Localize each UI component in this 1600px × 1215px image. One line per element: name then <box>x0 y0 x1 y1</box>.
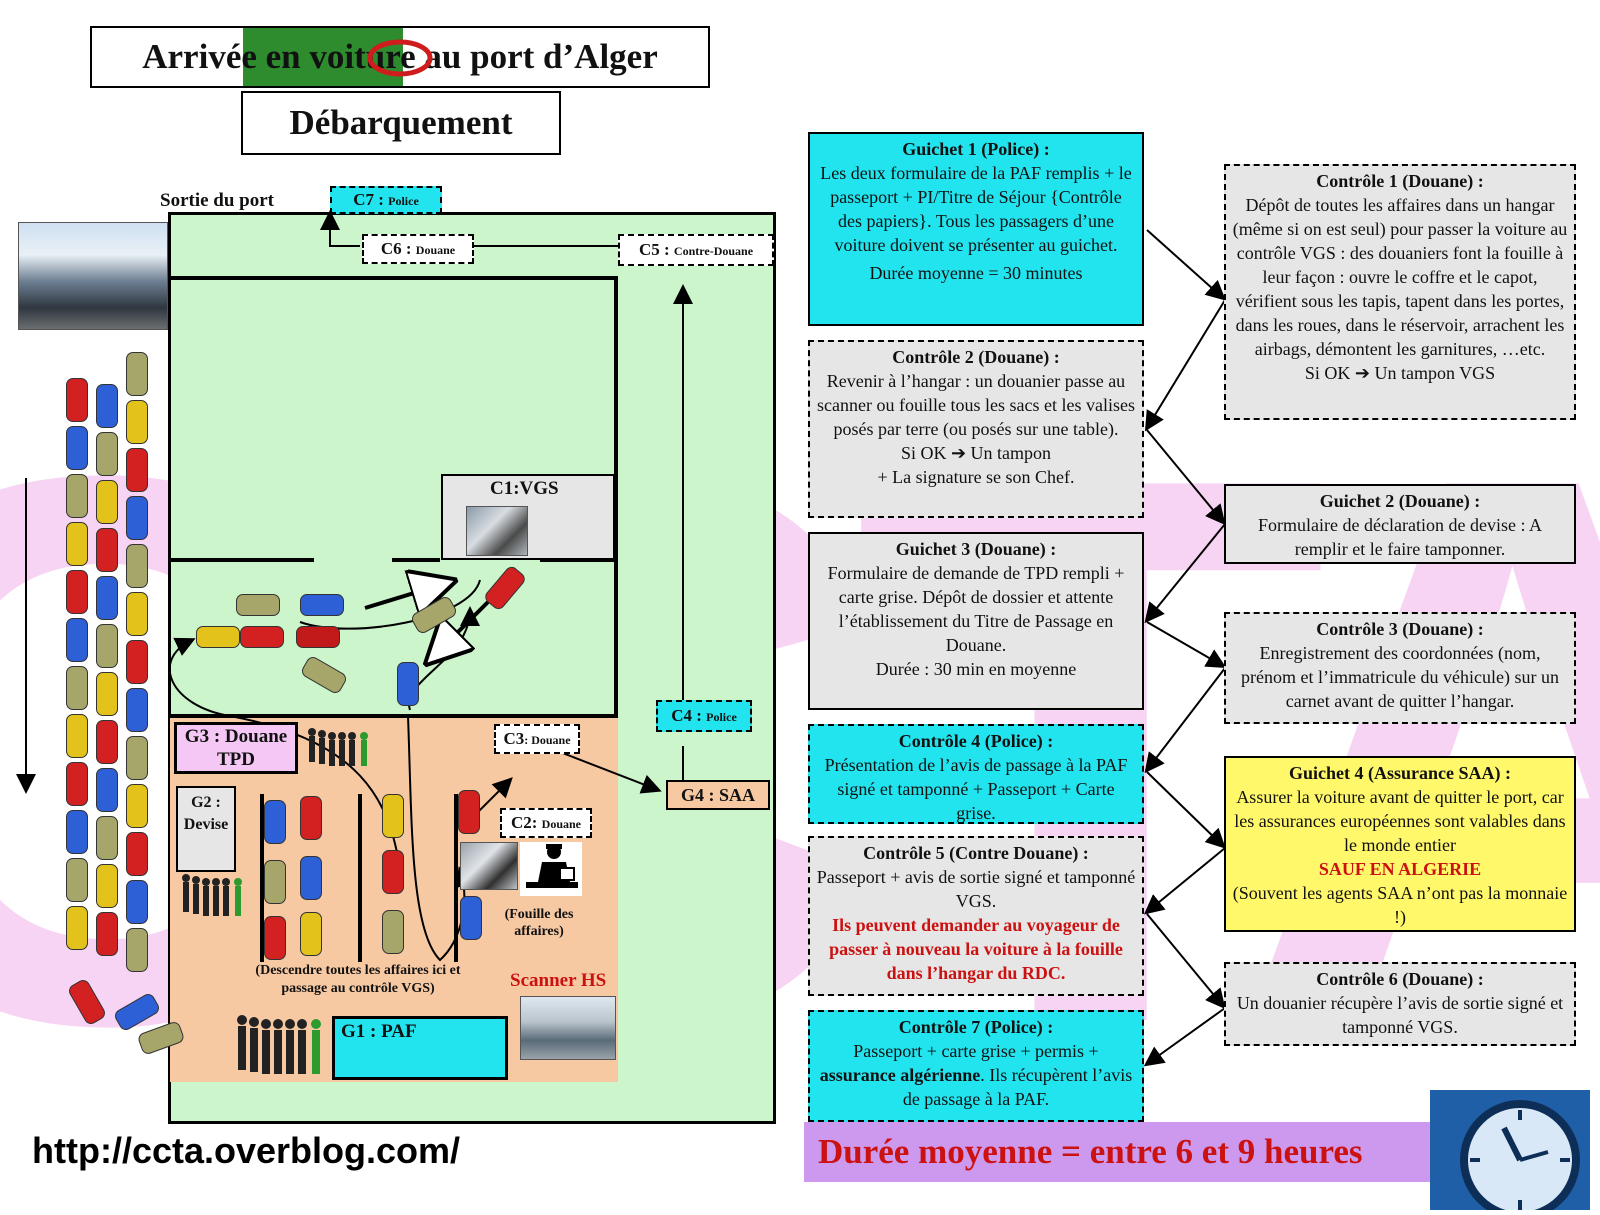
guichet2-box: Guichet 2 (Douane) : Formulaire de décla… <box>1224 484 1576 564</box>
queue-car-icon <box>96 672 118 716</box>
queue-car-icon <box>96 768 118 812</box>
car-icon <box>300 912 322 956</box>
g1-label: G1 : PAF <box>332 1016 508 1080</box>
controle6-box: Contrôle 6 (Douane) : Un douanier récupè… <box>1224 962 1576 1046</box>
g2-label: G2 :Devise <box>176 786 236 872</box>
customs-officer-icon <box>520 842 582 896</box>
car-icon <box>300 856 322 900</box>
queue-car-icon <box>126 784 148 828</box>
queue-car-icon <box>126 400 148 444</box>
controle5-box: Contrôle 5 (Contre Douane) : Passeport +… <box>808 836 1144 996</box>
fouille-label: (Fouille des affaires) <box>504 907 574 939</box>
car-icon <box>240 626 284 648</box>
crowd-icon-g1 <box>237 1015 321 1074</box>
queue-car-icon <box>96 432 118 476</box>
queue-car-icon <box>126 736 148 780</box>
scanner-label: Scanner HS <box>510 970 607 991</box>
total-duration: Durée moyenne = entre 6 et 9 heures <box>804 1122 1436 1182</box>
guichet3-box: Guichet 3 (Douane) : Formulaire de deman… <box>808 532 1144 710</box>
queue-car-icon <box>66 378 88 422</box>
c7-label: C7 : Police <box>330 186 442 214</box>
queue-car-icon <box>126 496 148 540</box>
g4-label: G4 : SAA <box>666 780 770 810</box>
car-icon <box>382 910 404 954</box>
c6-label: C6 : Douane <box>362 234 474 264</box>
car-icon <box>264 916 286 960</box>
queue-car-icon <box>66 906 88 950</box>
ferry-photo <box>18 222 168 330</box>
queue-car-icon <box>126 832 148 876</box>
queue-car-icon <box>126 592 148 636</box>
c5-label: C5 : Contre-Douane <box>618 234 774 266</box>
car-icon <box>382 794 404 838</box>
queue-car-icon <box>96 576 118 620</box>
clock-icon <box>1430 1090 1590 1210</box>
queue-car-icon <box>96 864 118 908</box>
crowd-icon-g2 <box>182 874 242 916</box>
controle4-box: Contrôle 4 (Police) : Présentation de l’… <box>808 724 1144 824</box>
queue-car-icon <box>66 666 88 710</box>
queue-car-icon <box>66 858 88 902</box>
controle2-box: Contrôle 2 (Douane) : Revenir à l’hangar… <box>808 340 1144 518</box>
blog-url[interactable]: http://ccta.overblog.com/ <box>32 1130 461 1171</box>
c4-label: C4 : Police <box>656 700 752 732</box>
trunk-photo <box>460 842 518 890</box>
queue-car-icon <box>66 762 88 806</box>
queue-car-icon <box>126 880 148 924</box>
car-icon <box>264 800 286 844</box>
crowd-icon <box>308 728 368 766</box>
car-icon <box>397 662 419 706</box>
queue-car-icon <box>126 544 148 588</box>
vgs-car-photo <box>466 506 528 556</box>
queue-car-icon <box>66 714 88 758</box>
car-icon <box>196 626 240 648</box>
guichet4-box: Guichet 4 (Assurance SAA) : Assurer la v… <box>1224 756 1576 932</box>
queue-car-icon <box>126 688 148 732</box>
queue-car-icon <box>126 352 148 396</box>
queue-car-icon <box>66 474 88 518</box>
queue-car-icon <box>126 640 148 684</box>
c3-label: C3: Douane <box>494 724 580 754</box>
queue-car-icon <box>66 522 88 566</box>
queue-car-icon <box>96 528 118 572</box>
exit-label: Sortie du port <box>160 190 274 211</box>
flag-green-band <box>243 28 403 86</box>
queue-car-icon <box>96 816 118 860</box>
descendre-label: (Descendre toutes les affaires ici et pa… <box>255 963 461 996</box>
controle3-box: Contrôle 3 (Douane) : Enregistrement des… <box>1224 612 1576 724</box>
queue-car-icon <box>96 624 118 668</box>
c2-label: C2: Douane <box>500 808 592 838</box>
queue-car-icon <box>96 720 118 764</box>
car-icon <box>382 850 404 894</box>
c1-label: C1:VGS <box>490 478 559 499</box>
car-icon <box>458 790 480 834</box>
queue-car-icon <box>126 448 148 492</box>
car-icon <box>296 626 340 648</box>
controle1-box: Contrôle 1 (Douane) : Dépôt de toutes le… <box>1224 164 1576 420</box>
queue-car-icon <box>126 928 148 972</box>
car-icon <box>300 594 344 616</box>
queue-car-icon <box>66 570 88 614</box>
page-subtitle: Débarquement <box>241 91 561 155</box>
queue-car-icon <box>66 618 88 662</box>
car-icon <box>460 896 482 940</box>
guichet1-box: Guichet 1 (Police) : Les deux formulaire… <box>808 132 1144 326</box>
controle7-box: Contrôle 7 (Police) : Passeport + carte … <box>808 1010 1144 1122</box>
queue-car-icon <box>66 426 88 470</box>
queue-car-icon <box>96 912 118 956</box>
queue-car-icon <box>66 810 88 854</box>
flag-crescent-icon <box>367 39 433 77</box>
car-icon <box>236 594 280 616</box>
car-icon <box>264 860 286 904</box>
scanner-photo <box>520 996 616 1060</box>
queue-car-icon <box>96 480 118 524</box>
car-icon <box>300 796 322 840</box>
queue-car-icon <box>96 384 118 428</box>
